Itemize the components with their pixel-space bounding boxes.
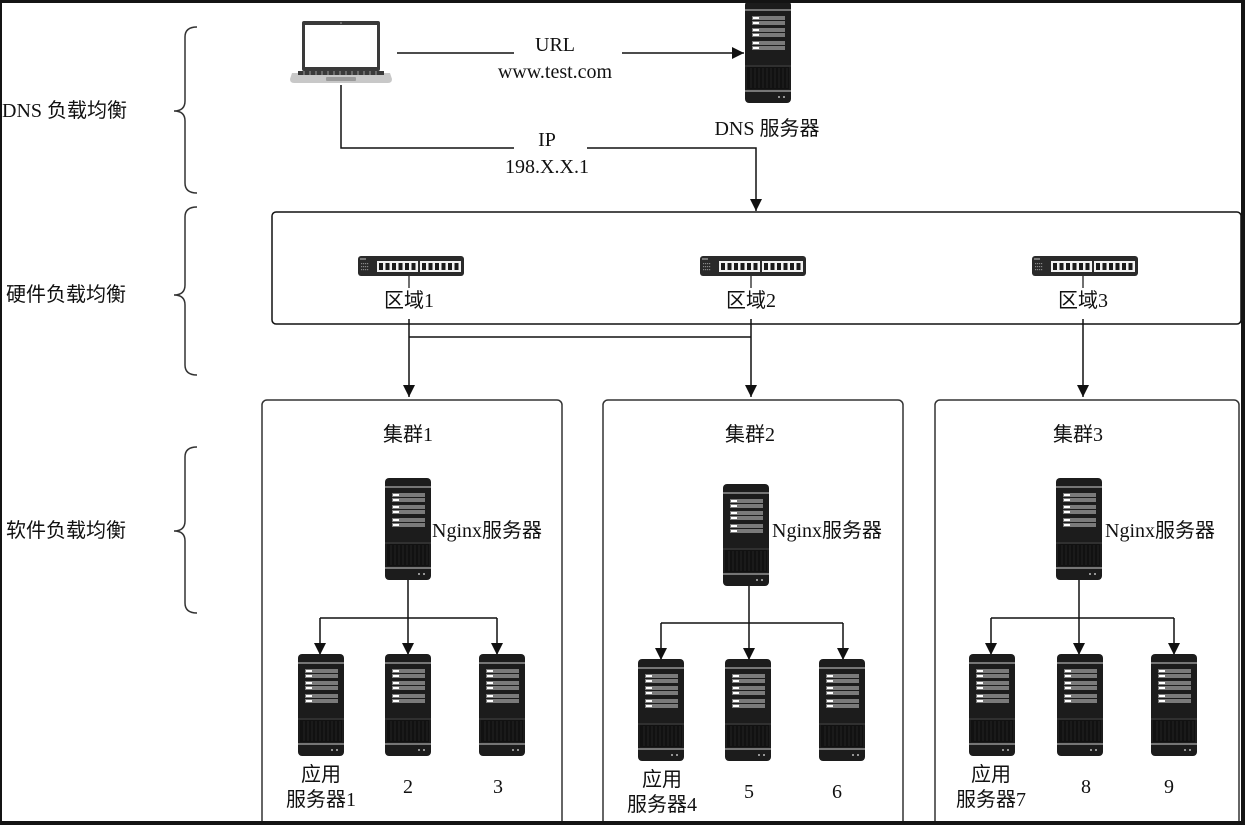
app-server-label-7-line1: 应用 xyxy=(971,764,1011,786)
hardware-lb-box xyxy=(271,211,1241,325)
brace-software xyxy=(173,446,198,614)
dns-server-label: DNS 服务器 xyxy=(714,118,820,140)
layer-label-dns: DNS 负载均衡 xyxy=(2,100,128,122)
app-server-icon-7 xyxy=(969,654,1015,756)
app-server-icon-6 xyxy=(819,659,865,761)
switch-icon-region-2 xyxy=(700,256,806,276)
region-label-3: 区域3 xyxy=(1056,289,1110,313)
cluster-box-2 xyxy=(602,399,904,823)
layer-label-hardware: 硬件负载均衡 xyxy=(6,284,126,306)
response-label-ip: IP xyxy=(538,129,556,151)
app-server-label-5: 5 xyxy=(744,781,754,803)
nginx-server-icon-3 xyxy=(1056,478,1102,580)
request-label-url: URL xyxy=(535,34,575,56)
app-server-label-1-line1: 应用 xyxy=(301,764,341,786)
brace-hardware xyxy=(173,206,198,376)
cluster-title-3: 集群3 xyxy=(1053,424,1103,446)
load-balancing-diagram xyxy=(173,3,1241,823)
switch-icon-region-1 xyxy=(358,256,464,276)
region-label-2: 区域2 xyxy=(724,289,778,313)
nginx-server-icon-2 xyxy=(723,484,769,586)
cluster-title-1: 集群1 xyxy=(383,424,433,446)
app-server-label-4-line2: 服务器4 xyxy=(627,794,697,816)
diagram-canvas: DNS 负载均衡 硬件负载均衡 软件负载均衡 URL www.test.com … xyxy=(2,3,1241,823)
layer-label-software: 软件负载均衡 xyxy=(6,520,126,542)
app-server-label-7-line2: 服务器7 xyxy=(956,789,1026,811)
region-label-1: 区域1 xyxy=(382,289,436,313)
ip-response-line xyxy=(340,85,514,149)
brace-dns xyxy=(173,26,198,194)
app-server-label-2: 2 xyxy=(403,776,413,798)
laptop-icon xyxy=(290,21,392,84)
nginx-label-1: Nginx服务器 xyxy=(432,520,542,542)
switch-icon-region-3 xyxy=(1032,256,1138,276)
app-server-icon-3 xyxy=(479,654,525,756)
cluster-box-3 xyxy=(934,399,1240,823)
nginx-label-3: Nginx服务器 xyxy=(1105,520,1215,542)
app-server-label-1-line2: 服务器1 xyxy=(286,789,356,811)
app-server-icon-4 xyxy=(638,659,684,761)
app-server-icon-1 xyxy=(298,654,344,756)
app-server-icon-9 xyxy=(1151,654,1197,756)
cluster-title-2: 集群2 xyxy=(725,424,775,446)
dns-server-icon xyxy=(745,3,791,103)
ip-response-arrow xyxy=(587,147,762,211)
response-value-ip: 198.X.X.1 xyxy=(505,156,589,178)
nginx-server-icon-1 xyxy=(385,478,431,580)
app-server-label-9: 9 xyxy=(1164,776,1174,798)
app-server-icon-5 xyxy=(725,659,771,761)
cluster-box-1 xyxy=(261,399,563,823)
bottom-edge xyxy=(0,821,1245,825)
app-server-label-3: 3 xyxy=(493,776,503,798)
app-server-label-4-line1: 应用 xyxy=(642,769,682,791)
app-server-label-6: 6 xyxy=(832,781,842,803)
nginx-label-2: Nginx服务器 xyxy=(772,520,882,542)
app-server-icon-2 xyxy=(385,654,431,756)
app-server-label-8: 8 xyxy=(1081,776,1091,798)
app-server-icon-8 xyxy=(1057,654,1103,756)
request-value-url: www.test.com xyxy=(497,61,613,83)
